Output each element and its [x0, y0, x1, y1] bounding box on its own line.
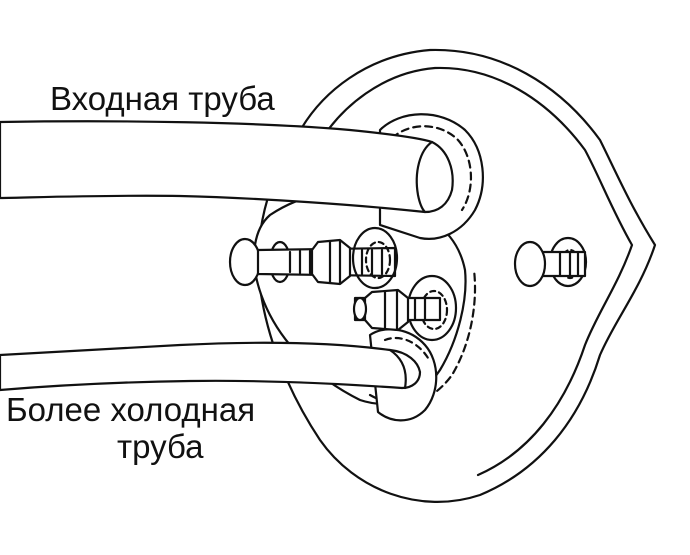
right-bolt	[513, 236, 588, 288]
left-bolt-nut-face	[328, 239, 342, 285]
right-bolt-head	[513, 240, 547, 288]
left-bolt-socket-inner	[364, 240, 392, 280]
inlet-socket-dashed	[390, 125, 473, 212]
middle-bolt-tip	[352, 296, 368, 322]
cooler-socket-dashed	[383, 336, 430, 360]
cooler-pipe-label-line2: труба	[117, 428, 204, 465]
middle-bolt-nut	[363, 288, 410, 332]
middle-bolt	[352, 274, 458, 342]
inlet-pipe-label: Входная труба	[50, 80, 275, 117]
right-bolt-thread	[558, 251, 580, 277]
inlet-pipe	[0, 120, 454, 214]
middle-bolt-thread	[413, 297, 427, 321]
cooler-pipe	[0, 341, 422, 392]
middle-bolt-nut-face	[383, 289, 399, 331]
left-bolt-head	[228, 237, 262, 287]
outer-flange-rim	[313, 66, 634, 477]
left-bolt-socket	[351, 226, 399, 290]
cooler-pipe-label-line1: Более холодная	[6, 391, 256, 428]
left-bolt	[228, 226, 399, 290]
inlet-pipe-end	[415, 140, 434, 214]
cooler-pipe-end	[388, 348, 407, 390]
left-bolt-thread	[288, 248, 384, 276]
